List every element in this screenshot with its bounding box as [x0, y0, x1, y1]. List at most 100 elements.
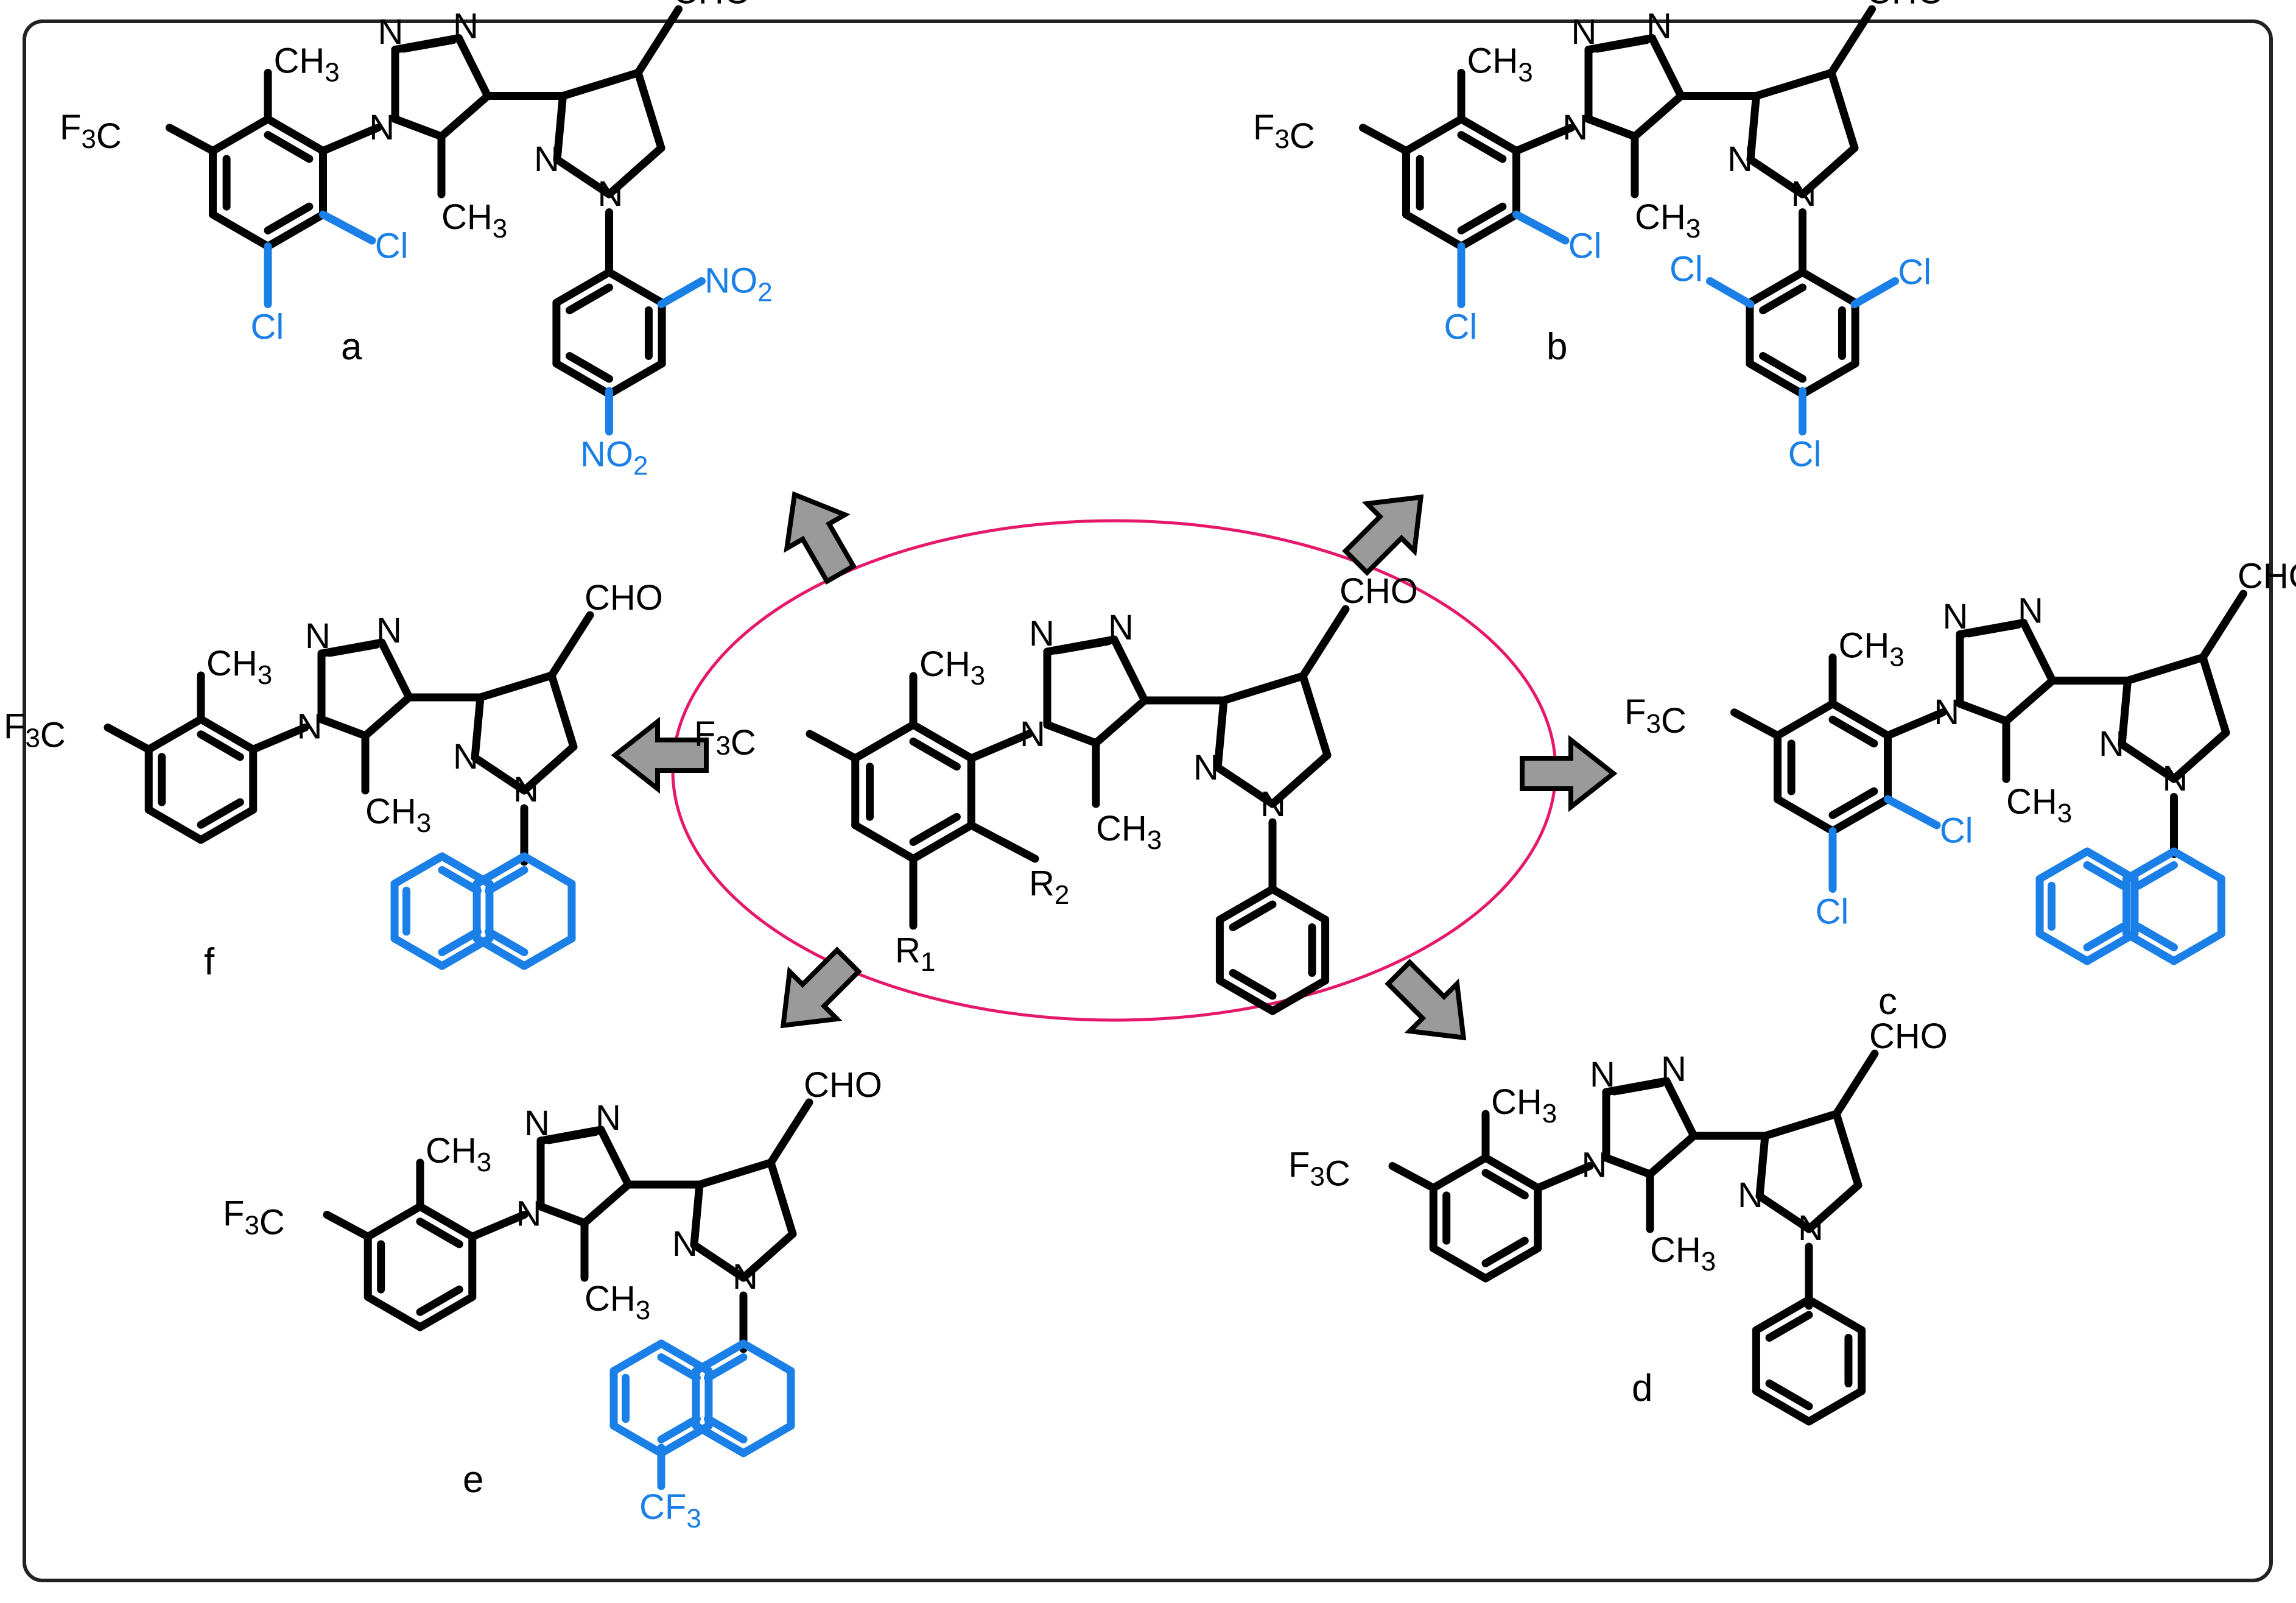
triazole-bond — [1092, 696, 1149, 747]
pyrazole-bond — [1761, 1110, 1841, 1140]
cl-label: Cl — [1669, 250, 1703, 289]
cl-bond — [1883, 795, 1941, 830]
trichlorophenyl-bond — [1746, 268, 1806, 307]
methyl-label: CH3 — [1650, 1230, 1716, 1277]
aryl-double-bond — [416, 1285, 463, 1316]
aryl-bond — [363, 1202, 424, 1241]
triazole-bond — [580, 1180, 633, 1227]
aryl-bond — [197, 806, 258, 844]
arrow-to-b — [1342, 494, 1424, 576]
aryl-double-bond — [197, 730, 244, 761]
methyl-label: CH3 — [1839, 626, 1905, 672]
pyrazole-bond — [520, 742, 578, 795]
trichlorophenyl-double-bond — [1759, 352, 1806, 383]
pyrazole-n-label: N — [534, 139, 560, 179]
triazole-bond — [597, 1126, 633, 1189]
triazole-n1-label: N — [1934, 692, 1959, 732]
triazole-n2-label: N — [305, 616, 331, 656]
no2-label: NO2 — [704, 261, 772, 308]
aryl-bond — [1429, 1154, 1490, 1192]
cho-label: CHO — [1866, 0, 1945, 12]
phthalazine-bond — [520, 852, 576, 888]
cl-label: Cl — [375, 227, 409, 266]
aryl-bond — [416, 1202, 477, 1241]
methyl-label: CH3 — [441, 197, 507, 244]
aryl-bond — [144, 806, 205, 844]
pyrazole-bond — [1799, 144, 1859, 199]
triazole-n3-label: N — [1646, 7, 1672, 46]
triazole-bond — [1110, 635, 1149, 705]
triazole-double-bond — [1610, 1079, 1665, 1096]
cho-label: CHO — [804, 1065, 882, 1105]
n-aryl-bond — [1512, 124, 1575, 155]
triazole-bond — [1631, 92, 1685, 141]
quinoline-benzo-bond — [609, 1339, 665, 1375]
phthalazine-benzo-bond — [2035, 847, 2091, 883]
phthalazine-benzo-bond — [2083, 847, 2139, 883]
cl-label: Cl — [1898, 252, 1931, 292]
cho-label: CHO — [2238, 557, 2296, 596]
pyrazole-bond — [1752, 69, 1836, 100]
triazole-bond — [377, 638, 413, 702]
cho-bond — [634, 5, 683, 77]
cl-bond — [318, 210, 376, 245]
cf3-bond — [806, 730, 860, 763]
triazole-n2-label: N — [524, 1104, 550, 1143]
pyrazole-bond — [553, 155, 613, 199]
methyl-label: CH3 — [365, 792, 431, 838]
pyrazole-n-label: N — [1727, 139, 1753, 179]
methyl-label: CH3 — [1635, 197, 1701, 244]
triazole-n2-label: N — [1571, 12, 1597, 52]
block-arrows — [611, 491, 1618, 1041]
pyrazole-n-label: N — [2099, 724, 2124, 764]
compound-label-d: d — [1632, 1367, 1652, 1409]
triazole-n1-label: N — [369, 108, 395, 147]
aryl-bond — [197, 715, 258, 753]
aryl-bond — [909, 720, 975, 763]
trichlorophenyl-bond — [1799, 268, 1859, 307]
triazole-n3-label: N — [376, 611, 402, 650]
no2-label: NO2 — [580, 435, 648, 481]
triazole-double-bond — [545, 1128, 600, 1144]
cl-bond — [1850, 277, 1899, 308]
compound-a: CH3F3CNNNCH3NNCHOClClNO2NO2 — [60, 0, 773, 481]
triazole-bond — [361, 693, 413, 740]
cf3-bond — [104, 724, 153, 753]
triazole-n2-label: N — [1029, 614, 1055, 654]
pyrazole-bond — [634, 69, 665, 152]
aryl-bond — [1828, 795, 1892, 835]
aryl-bond — [363, 1293, 424, 1331]
aryl-double-bond — [264, 202, 314, 234]
aryl-bond — [851, 821, 918, 863]
pyrazole-n-label: N — [1260, 784, 1286, 824]
phthalazine-double-bond — [485, 866, 528, 895]
cf3-bond — [1359, 124, 1411, 155]
phthalazine-benzo-bond — [2083, 929, 2139, 965]
aryl-double-bond — [1481, 1169, 1529, 1200]
phthalazine-benzo-bond — [390, 852, 446, 888]
n-aryl-bond — [1883, 708, 1947, 740]
f3c-label: F3C — [60, 108, 122, 156]
aryl-bond — [1774, 700, 1837, 740]
pyrazole-bond — [559, 69, 642, 100]
pyrazole-bond — [605, 144, 665, 199]
quinoline-double-bond — [704, 1415, 748, 1443]
r2-label: R2 — [1029, 864, 1069, 910]
cl-label: Cl — [1788, 435, 1822, 474]
outer-frame — [23, 19, 2273, 1582]
pyrazole-bond — [476, 671, 556, 702]
pyrazole-n-label: N — [1791, 174, 1817, 214]
dinitrophenyl-double-bond — [566, 283, 613, 314]
triazole-n2-label: N — [378, 12, 404, 52]
phenyl-bond — [1215, 976, 1277, 1015]
triazole-bond — [536, 1202, 589, 1227]
phthalazine-benzo-double-bond — [2083, 923, 2127, 951]
no2-bond — [657, 277, 706, 308]
n-aryl-bond — [967, 730, 1033, 763]
triazole-bond — [1956, 700, 2010, 725]
triazole-bond — [317, 715, 370, 740]
triazole-bond — [455, 34, 492, 100]
triazole-double-bond — [1593, 36, 1651, 53]
triazole-n2-label: N — [1590, 1055, 1615, 1094]
